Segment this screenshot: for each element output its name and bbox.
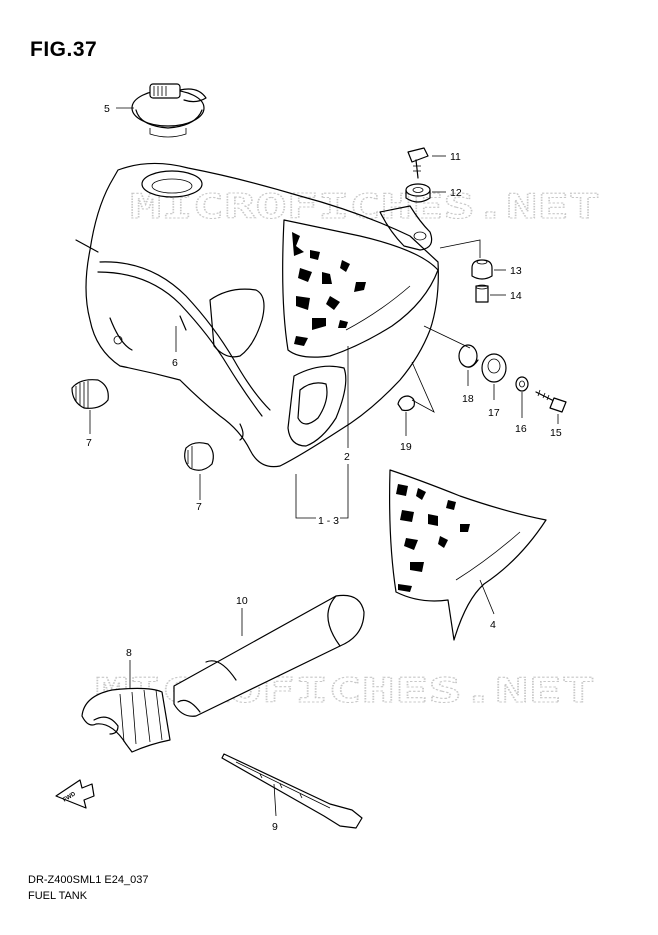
callout-5: 5 — [104, 103, 110, 115]
washer-part-16[interactable] — [515, 376, 529, 392]
bolt-part-15[interactable] — [535, 389, 567, 413]
fwd-arrow-icon: FWD — [55, 779, 95, 809]
callout-16: 16 — [515, 423, 527, 435]
cushion-part-17[interactable] — [481, 353, 507, 383]
callout-9: 9 — [272, 821, 278, 833]
callout-17: 17 — [488, 407, 500, 419]
callout-12: 12 — [450, 187, 462, 199]
callout-15: 15 — [550, 427, 562, 439]
cushion-part-7-right[interactable] — [184, 442, 214, 471]
figure-title: FIG.37 — [30, 38, 98, 61]
cable-tie-part-9[interactable] — [221, 753, 363, 829]
watermark-top: MICROFICHES.NET — [130, 187, 600, 227]
cushion-part-7-left[interactable] — [71, 379, 109, 409]
cushion-part-8[interactable] — [81, 687, 171, 753]
callout-8: 8 — [126, 647, 132, 659]
section-name: FUEL TANK — [28, 890, 88, 902]
callout-2: 2 — [344, 451, 350, 463]
collar-part-12[interactable] — [405, 183, 431, 203]
callout-14: 14 — [510, 290, 522, 302]
leader-lines — [89, 107, 559, 817]
insulator-part-10[interactable] — [173, 594, 365, 717]
callout-18: 18 — [462, 393, 474, 405]
callout-7a: 7 — [86, 437, 92, 449]
callout-6: 6 — [172, 357, 178, 369]
cushion-part-18[interactable] — [458, 344, 479, 368]
side-cover-part-2[interactable] — [282, 205, 439, 358]
callout-13: 13 — [510, 265, 522, 277]
collar-part-14[interactable] — [475, 284, 489, 303]
callout-11: 11 — [450, 151, 461, 163]
callout-19: 19 — [400, 441, 412, 453]
watermark-bottom: MICROFICHES.NET — [95, 671, 595, 711]
fuel-cap-part-5[interactable] — [131, 83, 207, 138]
callout-4: 4 — [490, 619, 496, 631]
fuel-tank-part-1[interactable] — [75, 162, 439, 468]
screw-part-11[interactable] — [407, 147, 429, 179]
side-cover-part-4[interactable] — [389, 469, 547, 641]
callout-10: 10 — [236, 595, 248, 607]
callout-7b: 7 — [196, 501, 202, 513]
model-code: DR-Z400SML1 E24_037 — [28, 874, 149, 886]
cushion-part-19[interactable] — [397, 395, 415, 412]
strip-part-6[interactable] — [179, 315, 187, 331]
grommet-part-13[interactable] — [471, 259, 493, 280]
callout-1-3: 1 - 3 — [318, 515, 339, 527]
